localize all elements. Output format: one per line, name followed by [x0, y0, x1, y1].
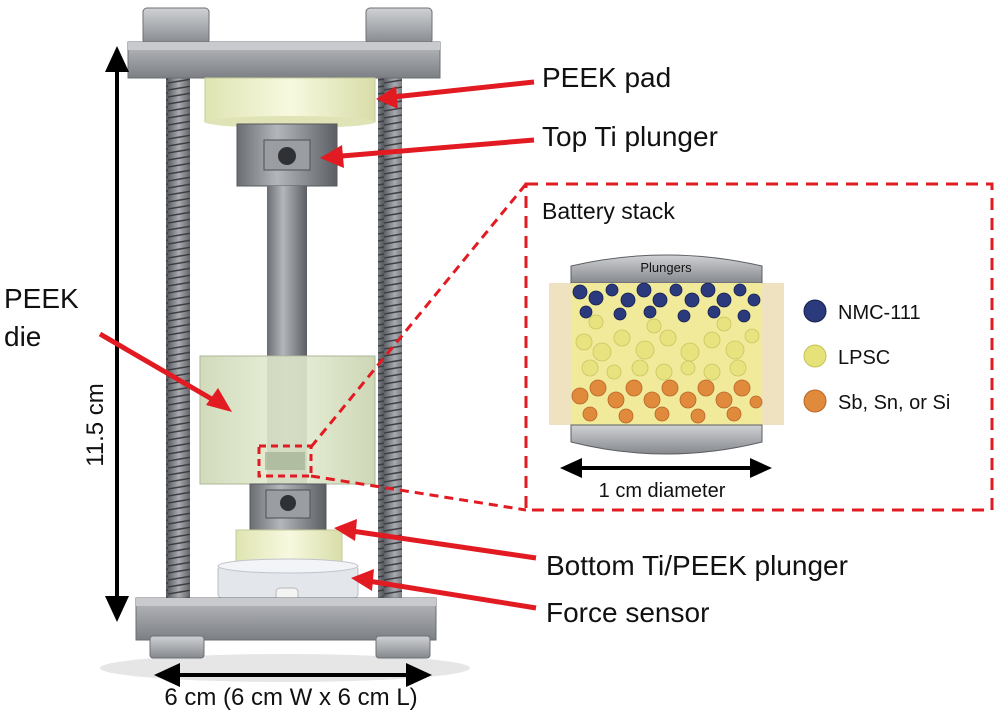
- width-dimension-label: 6 cm (6 cm W x 6 cm L): [164, 684, 417, 711]
- height-dimension: 11.5 cm: [82, 46, 129, 622]
- arrow-top-plunger: [329, 137, 535, 160]
- label-force-sensor: Force sensor: [546, 597, 709, 628]
- legend-swatch-lpsc: [803, 344, 827, 368]
- press-apparatus: [100, 7, 470, 682]
- lpsc-particles: [575, 314, 760, 381]
- bottom-plunger-dome: [570, 424, 763, 455]
- anode-particles: [571, 379, 763, 424]
- peek-pad: [204, 77, 376, 123]
- callout-arrows: [98, 79, 537, 611]
- width-dimension: 6 cm (6 cm W x 6 cm L): [154, 663, 432, 711]
- top-plunger-dome: [570, 254, 763, 284]
- plungers-label: Plungers: [640, 260, 692, 275]
- nmc-particles: [572, 282, 761, 323]
- legend-label-lpsc: LPSC: [838, 347, 890, 369]
- battery-stack-title: Battery stack: [542, 198, 675, 224]
- arrow-force-sensor: [361, 577, 537, 611]
- zoom-connectors: [309, 183, 528, 512]
- threaded-rod-left: [166, 50, 190, 605]
- diameter-label: 1 cm diameter: [599, 480, 726, 502]
- label-bottom-plunger: Bottom Ti/PEEK plunger: [546, 550, 848, 581]
- stack-highlight-box: [257, 444, 313, 478]
- top-nut-right: [365, 7, 433, 45]
- battery-stack-inset: Battery stack Plungers: [524, 182, 994, 512]
- arrow-bottom-plunger: [344, 527, 537, 561]
- bottom-nut-left: [149, 635, 205, 659]
- label-top-plunger: Top Ti plunger: [542, 121, 718, 152]
- legend-label-anode: Sb, Sn, or Si: [838, 392, 950, 414]
- legend-label-nmc: NMC-111: [838, 302, 921, 324]
- top-nut-left: [142, 7, 210, 45]
- plunger-shaft: [267, 186, 307, 356]
- legend: NMC-111 LPSC Sb, Sn, or Si: [803, 299, 950, 414]
- threaded-rod-right: [378, 50, 402, 605]
- label-peek-die-line2: die: [4, 321, 41, 352]
- label-peek-die-line1: PEEK: [4, 283, 79, 314]
- legend-swatch-anode: [803, 389, 827, 413]
- legend-swatch-nmc: [803, 299, 827, 323]
- height-dimension-label: 11.5 cm: [82, 383, 109, 467]
- arrow-peek-pad: [383, 79, 535, 101]
- label-peek-pad: PEEK pad: [542, 62, 671, 93]
- arrow-peek-die: [98, 331, 224, 408]
- bottom-nut-right: [375, 635, 431, 659]
